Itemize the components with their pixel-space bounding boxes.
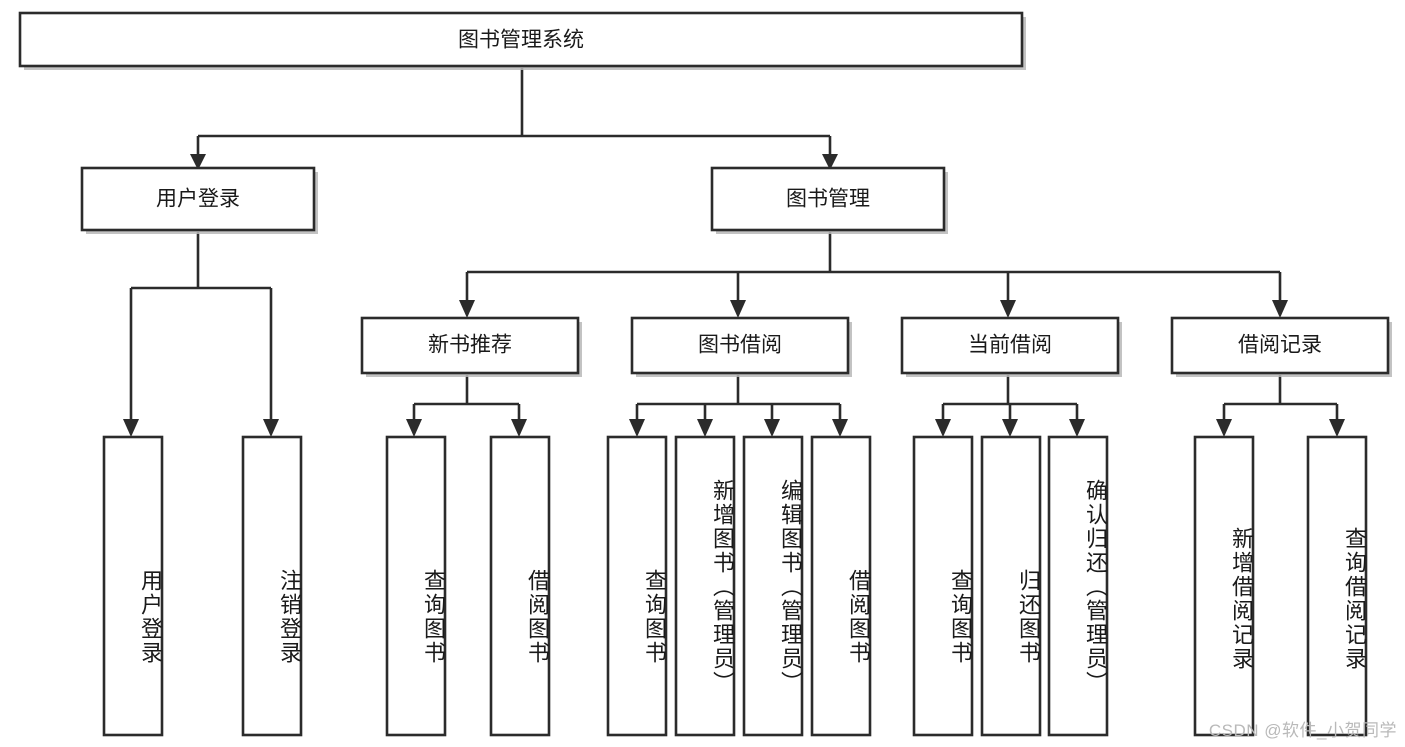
leaf-box-login-1[interactable] — [241, 435, 303, 737]
leaf-label-current-2: 确认归还（管理员） — [1083, 479, 1108, 695]
node-current-borrow-label: 当前借阅 — [968, 334, 1052, 357]
arrowhead-bm-c1 — [459, 300, 475, 318]
csdn-watermark: CSDN @软件_小贺同学 — [1208, 721, 1397, 740]
leaf-label-newbook-1: 借阅图书 — [525, 569, 550, 665]
node-new-book-recommend-label: 新书推荐 — [428, 334, 512, 357]
arrowhead-to-login — [190, 154, 206, 170]
arrowhead-borrow-l4 — [832, 419, 848, 437]
node-root-label: 图书管理系统 — [458, 29, 584, 52]
leaf-label-current-1: 归还图书 — [1016, 569, 1041, 665]
arrowhead-to-bookmgmt — [822, 154, 838, 170]
leaf-box-current-1[interactable] — [980, 435, 1042, 737]
node-layer — [18, 11, 1392, 737]
leaf-box-newbook-0[interactable] — [385, 435, 447, 737]
node-book-borrow-box[interactable] — [630, 316, 850, 375]
arrowhead-borrow-l1 — [629, 419, 645, 437]
leaf-label-newbook-0: 查询图书 — [421, 569, 446, 665]
leaf-box-newbook-1[interactable] — [489, 435, 551, 737]
leaf-label-record-0: 新增借阅记录 — [1229, 527, 1254, 671]
leaf-label-borrow-1: 新增图书（管理员） — [710, 479, 735, 695]
leaf-label-borrow-2: 编辑图书（管理员） — [778, 479, 803, 695]
node-user-login-box[interactable] — [80, 166, 316, 232]
leaf-box-login-0[interactable] — [102, 435, 164, 737]
node-borrow-record-label: 借阅记录 — [1238, 334, 1322, 357]
leaf-box-current-0[interactable] — [912, 435, 974, 737]
node-new-book-recommend-box[interactable] — [360, 316, 580, 375]
arrowhead-bm-c2 — [730, 300, 746, 318]
leaf-box-borrow-3[interactable] — [810, 435, 872, 737]
arrowhead-bm-c4 — [1272, 300, 1288, 318]
leaf-label-record-1: 查询借阅记录 — [1342, 527, 1367, 671]
node-root-box[interactable] — [18, 11, 1024, 68]
leaf-label-login-1: 注销登录 — [277, 569, 302, 665]
arrowhead-borrow-l2 — [697, 419, 713, 437]
leaf-box-record-0[interactable] — [1193, 435, 1255, 737]
node-book-management-box[interactable] — [710, 166, 946, 232]
arrowhead-current-l1 — [935, 419, 951, 437]
leaf-box-record-1[interactable] — [1306, 435, 1368, 737]
label-layer: 图书管理系统 用户登录 图书管理 新书推荐 图书借阅 当前借阅 借阅记录 — [156, 29, 1322, 357]
leaf-box-borrow-1[interactable] — [674, 435, 736, 737]
arrowhead-current-l3 — [1069, 419, 1085, 437]
leaf-label-borrow-0: 查询图书 — [642, 569, 667, 665]
node-book-borrow-label: 图书借阅 — [698, 334, 782, 357]
leaf-label-current-0: 查询图书 — [948, 569, 973, 665]
leaf-box-borrow-2[interactable] — [742, 435, 804, 737]
leaf-box-current-2[interactable] — [1047, 435, 1109, 737]
arrowhead-login-l2 — [263, 419, 279, 437]
arrowhead-borrow-l3 — [764, 419, 780, 437]
leaf-label-login-0: 用户登录 — [138, 569, 163, 665]
leaf-box-borrow-0[interactable] — [606, 435, 668, 737]
node-current-borrow-box[interactable] — [900, 316, 1120, 375]
arrowhead-newbook-l2 — [511, 419, 527, 437]
leaf-label-borrow-3: 借阅图书 — [846, 569, 871, 665]
arrowhead-newbook-l1 — [406, 419, 422, 437]
connector-layer — [123, 68, 1345, 437]
node-user-login-label: 用户登录 — [156, 188, 240, 211]
node-borrow-record-box[interactable] — [1170, 316, 1390, 375]
arrowhead-record-l2 — [1329, 419, 1345, 437]
arrowhead-record-l1 — [1216, 419, 1232, 437]
arrowhead-current-l2 — [1002, 419, 1018, 437]
arrowhead-login-l1 — [123, 419, 139, 437]
node-book-management-label: 图书管理 — [786, 188, 870, 211]
arrowhead-bm-c3 — [1000, 300, 1016, 318]
